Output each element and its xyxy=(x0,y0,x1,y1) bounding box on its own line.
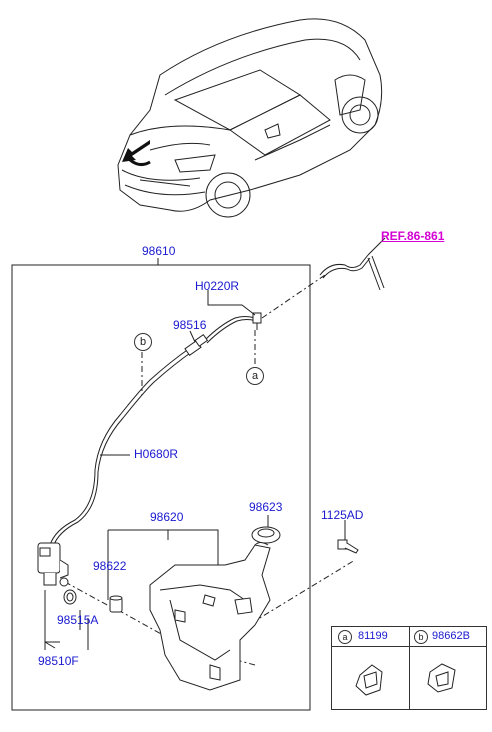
legend-divider xyxy=(409,627,410,709)
hose-main-label: H0680R xyxy=(134,447,179,461)
pump-seal-label: 98515A xyxy=(57,613,99,627)
nozzle-fitting xyxy=(252,312,262,330)
legend-table: a 81199 b 98662B xyxy=(331,626,487,710)
location-arrow xyxy=(122,140,151,167)
hose-lines xyxy=(49,316,257,548)
legend-row-line xyxy=(332,646,486,647)
grommet-part xyxy=(109,595,123,613)
legend-callout-b: b xyxy=(414,630,428,644)
legend-code-a: 81199 xyxy=(358,630,388,642)
connector-part xyxy=(184,333,209,356)
hose-front-label: H0220R xyxy=(195,279,240,293)
legend-code-b: 98662B xyxy=(432,630,470,642)
legend-clip-sketches xyxy=(355,663,456,696)
connector-label: 98516 xyxy=(173,318,207,332)
washer-pump xyxy=(37,542,69,587)
cap-part xyxy=(251,526,281,544)
callout-b: b xyxy=(134,333,152,351)
assembly-frame xyxy=(11,258,311,711)
label-leaders xyxy=(44,290,346,650)
pump-seal xyxy=(63,589,77,605)
callout-a: a xyxy=(246,367,264,385)
reservoir-tank xyxy=(149,542,271,691)
car-illustration xyxy=(117,18,383,218)
bolt-part xyxy=(337,539,359,554)
assembly-label: 98610 xyxy=(142,244,176,258)
ref-label[interactable]: REF.86-861 xyxy=(381,229,445,243)
cap-label: 98623 xyxy=(249,500,283,514)
legend-callout-a: a xyxy=(338,630,352,644)
pump-label: 98510F xyxy=(38,654,79,668)
reservoir-label: 98620 xyxy=(150,510,184,524)
ref-pipe xyxy=(319,237,386,291)
bolt-label: 1125AD xyxy=(321,508,364,522)
grommet-label: 98622 xyxy=(93,559,127,573)
